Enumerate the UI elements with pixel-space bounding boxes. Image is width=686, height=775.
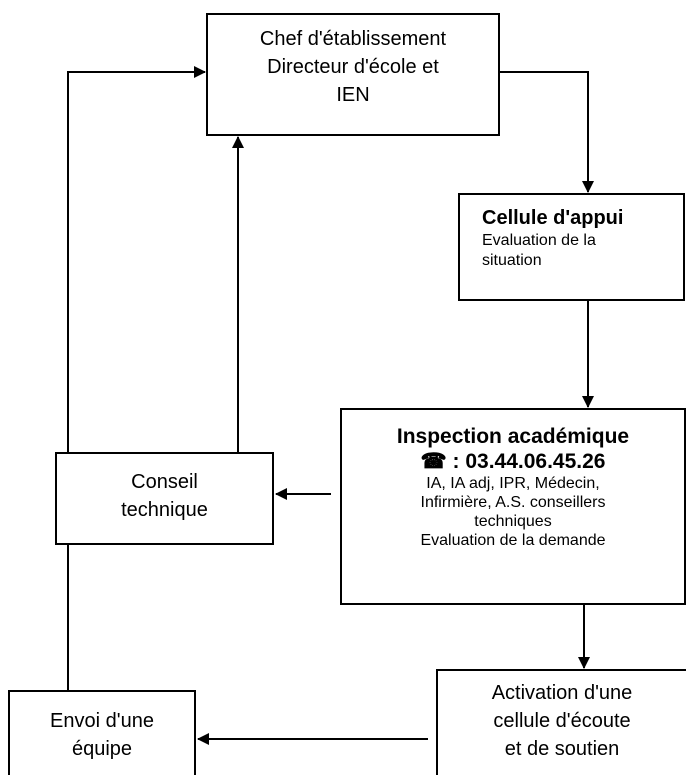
- node-text: techniques: [474, 513, 552, 530]
- node-text: équipe: [71, 738, 133, 760]
- node-text: technique: [121, 499, 208, 521]
- node-text: Chef d'établissement: [259, 28, 447, 50]
- node-conseil-technique: Conseil technique: [55, 452, 274, 545]
- node-text: Conseil: [131, 471, 198, 493]
- node-cellule-appui: Cellule d'appui Evaluation de la situati…: [458, 193, 685, 301]
- node-text: Activation d'une: [491, 682, 633, 704]
- node-text: IA, IA adj, IPR, Médecin,: [426, 475, 600, 492]
- node-text: IEN: [336, 84, 370, 106]
- phone-number: ☎ : 03.44.06.45.26: [420, 450, 606, 473]
- node-activation-cellule: Activation d'une cellule d'écoute et de …: [436, 669, 686, 775]
- node-text: Evaluation de la: [482, 232, 596, 249]
- node-text: et de soutien: [504, 738, 620, 760]
- edge-chef-to-cellule: [500, 71, 594, 193]
- node-inspection-academique: Inspection académique ☎ : 03.44.06.45.26…: [340, 408, 686, 605]
- node-text: Evaluation de la demande: [420, 532, 606, 549]
- node-text: cellule d'écoute: [493, 710, 631, 732]
- node-text: Directeur d'école et: [267, 56, 439, 78]
- node-text: Envoi d'une: [50, 710, 154, 732]
- edge-envoi-to-chef: [67, 66, 206, 690]
- node-text: situation: [482, 252, 542, 269]
- node-title: Inspection académique: [396, 425, 630, 448]
- node-envoi-equipe: Envoi d'une équipe: [8, 690, 196, 775]
- node-chef-etablissement: Chef d'établissement Directeur d'école e…: [206, 13, 500, 136]
- node-title: Cellule d'appui: [482, 207, 624, 229]
- node-text: Infirmière, A.S. conseillers: [420, 494, 606, 511]
